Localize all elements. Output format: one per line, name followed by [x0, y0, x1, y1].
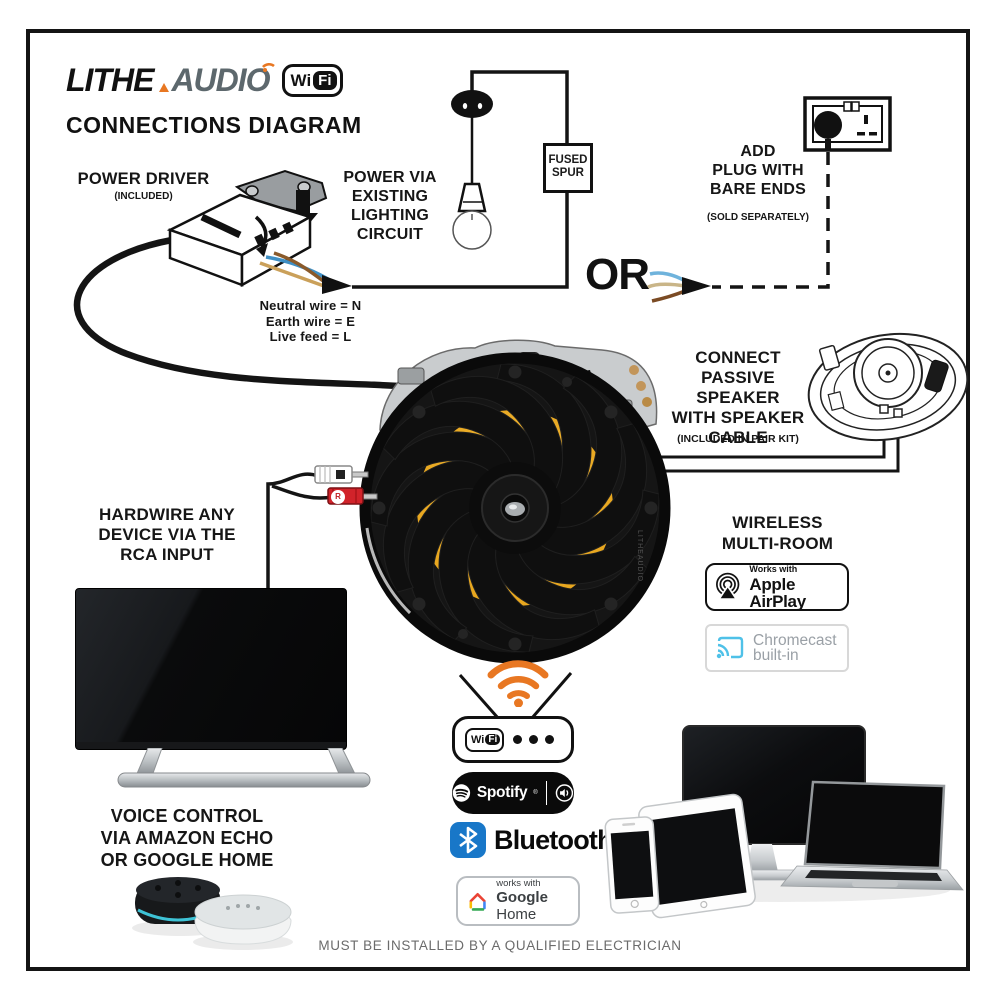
- speaker-side-brand: LITHEAUDIO: [636, 530, 643, 583]
- hardwire-label: HARDWIRE ANY DEVICE VIA THE RCA INPUT: [98, 505, 236, 564]
- iphone: [604, 816, 660, 914]
- rca-plugs: [314, 465, 378, 505]
- bare-wire-ends-icon: [647, 271, 711, 303]
- brand-lithe: LITHE: [66, 62, 154, 98]
- ghome-google: Google: [496, 889, 548, 907]
- rca-r-label: R: [331, 490, 345, 504]
- wire-key-neutral: Neutral wire = N: [259, 298, 362, 313]
- google-home-icon: [469, 892, 486, 911]
- google-home-mini: [194, 894, 292, 945]
- pendant-light: [451, 90, 493, 250]
- spotify-icon: [452, 784, 471, 802]
- wifi-logo-badge: Wi Fi: [281, 64, 343, 97]
- lighting-circuit-line: [470, 70, 569, 143]
- rca-cable-red: [271, 484, 333, 500]
- footer-warning: MUST BE INSTALLED BY A QUALIFIED ELECTRI…: [318, 938, 682, 953]
- wall-socket: [803, 96, 892, 152]
- router-leds: [513, 735, 555, 744]
- spotify-divider: [545, 781, 548, 805]
- brand-logo: LITHE AUDIO Wi Fi: [66, 62, 343, 99]
- tv-bottom-strip: [76, 742, 346, 749]
- fused-spur-box: FUSED SPUR: [543, 143, 593, 193]
- wire-key-earth: Earth wire = E: [265, 313, 356, 329]
- wifi-signal-icon: [487, 660, 549, 707]
- brand-orange-mark-icon: [159, 83, 170, 92]
- voice-control-label: VOICE CONTROL VIA AMAZON ECHO OR GOOGLE …: [100, 806, 274, 870]
- spotify-badge: Spotify ®: [452, 772, 574, 814]
- wire-key: Neutral wire = N Earth wire = E Live fee…: [248, 298, 373, 345]
- speaker-grille: [351, 344, 679, 672]
- ghome-home: Home: [496, 905, 537, 923]
- wireless-label: WIRELESS MULTI-ROOM: [721, 513, 834, 553]
- chromecast-name: Chromecast: [753, 632, 837, 649]
- ceiling-speaker: [351, 339, 679, 672]
- passive-speaker-label: CONNECT PASSIVE SPEAKER WITH SPEAKER CAB…: [671, 348, 805, 447]
- chromecast-builtin: built-in: [753, 647, 799, 664]
- passive-speaker-illustration: [807, 332, 969, 442]
- brand-wifi-arc-icon: [261, 62, 275, 72]
- spotify-name: Spotify: [476, 784, 528, 801]
- diagram-frame: [26, 29, 970, 971]
- spur-to-driver-line: [352, 193, 569, 289]
- tv-stand: [117, 748, 371, 788]
- spotify-reg: ®: [533, 790, 538, 796]
- airplay-icon: [716, 572, 740, 600]
- lighting-circuit-label: POWER VIA EXISTING LIGHTING CIRCUIT: [343, 169, 437, 243]
- speaker-volume-icon: [555, 784, 574, 802]
- passive-speaker-note: (INCLUDED IN PAIR KIT): [677, 433, 799, 445]
- voice-assistants: [132, 877, 293, 950]
- wire-key-live: Live feed = L: [269, 329, 352, 344]
- router-antennas: [458, 672, 573, 719]
- google-home-badge: works with Google Home: [456, 876, 580, 926]
- chromecast-badge: Chromecast built-in: [705, 624, 849, 672]
- page-title: CONNECTIONS DIAGRAM: [66, 112, 362, 138]
- wifi-router: Wi Fi: [452, 716, 574, 763]
- router-wifi-badge: Wi Fi: [465, 727, 505, 752]
- rca-cable-white: [266, 472, 319, 590]
- airplay-works-with: Works with: [749, 563, 798, 574]
- macbook: [780, 780, 964, 891]
- bluetooth-icon: [450, 822, 486, 858]
- bluetooth-badge: Bluetooth®: [450, 822, 619, 858]
- brand-audio: AUDIO: [171, 62, 275, 99]
- plug-note: (SOLD SEPARATELY): [706, 212, 810, 223]
- power-driver-illustration: [166, 169, 352, 294]
- tv: [75, 588, 347, 750]
- driver-to-speaker-cable: [73, 236, 433, 392]
- plug-label: ADD PLUG WITH BARE ENDS: [709, 143, 807, 198]
- devices-cluster: [604, 725, 964, 919]
- airplay-name: Apple AirPlay: [749, 574, 806, 611]
- airplay-badge: Works with Apple AirPlay: [705, 563, 849, 611]
- power-driver-title: POWER DRIVER: [77, 170, 210, 188]
- ghome-works-with: works with: [496, 877, 541, 889]
- power-driver-note: (INCLUDED): [114, 191, 173, 202]
- chromecast-icon: [716, 636, 744, 659]
- plug-dashed-line: [712, 152, 830, 289]
- or-label: OR: [585, 250, 650, 299]
- bluetooth-name: Bluetooth: [494, 824, 614, 855]
